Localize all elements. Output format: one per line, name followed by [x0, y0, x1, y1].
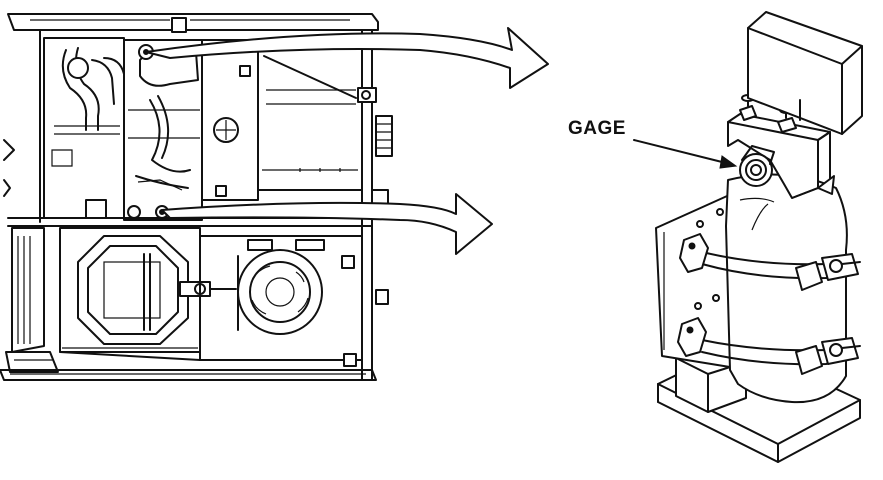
- equipment-panel: [0, 13, 393, 381]
- tank-assembly: [633, 11, 863, 463]
- gage-label: GAGE: [568, 118, 626, 139]
- arrow-lower: [161, 193, 493, 255]
- arrow-upper: [145, 27, 549, 89]
